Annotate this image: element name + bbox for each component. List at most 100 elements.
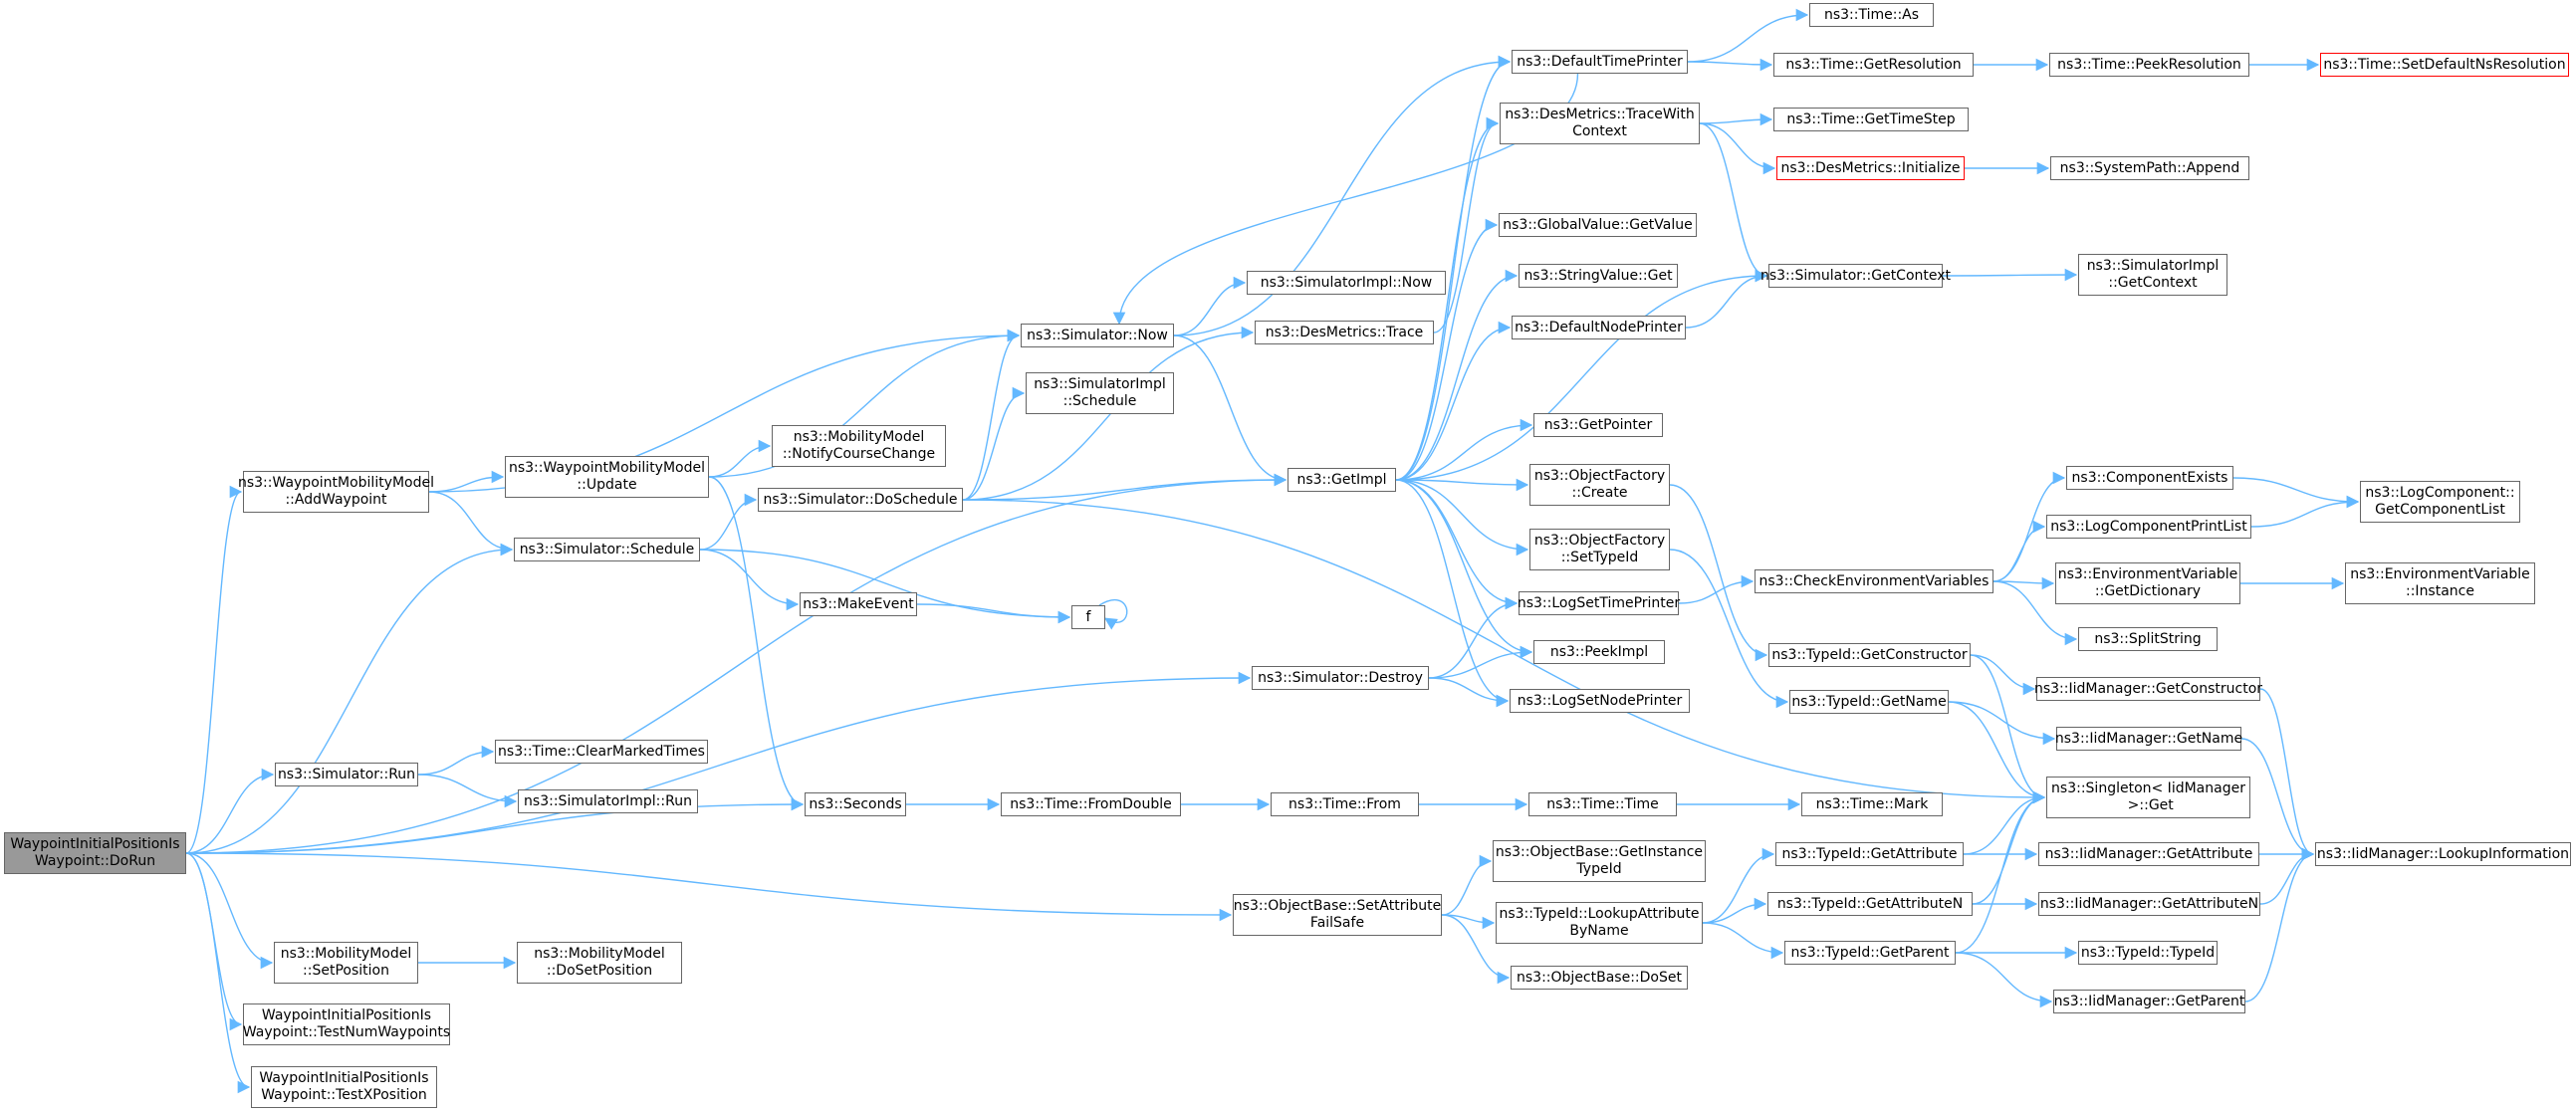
node-lookupAttrByName[interactable]: ns3::TypeId::LookupAttribute ByName	[1496, 902, 1703, 944]
edge-doRun-to-getImpl	[185, 473, 1288, 854]
node-typeIdGetName[interactable]: ns3::TypeId::GetName	[1789, 690, 1949, 714]
edge-getImpl-to-ofCreate	[1395, 478, 1529, 492]
node-singletonGet[interactable]: ns3::Singleton< IidManager >::Get	[2046, 777, 2250, 818]
node-simImplSchedule[interactable]: ns3::SimulatorImpl ::Schedule	[1026, 372, 1174, 414]
node-makeEvent[interactable]: ns3::MakeEvent	[800, 592, 917, 616]
edge-checkEnv-to-splitString	[1992, 580, 2078, 646]
node-typeIdGetAttrN[interactable]: ns3::TypeId::GetAttributeN	[1767, 892, 1973, 916]
node-doSetPosition[interactable]: ns3::MobilityModel ::DoSetPosition	[517, 942, 682, 984]
node-testNumWaypoints[interactable]: WaypointInitialPositionIs Waypoint::Test…	[243, 1003, 450, 1045]
node-checkEnv[interactable]: ns3::CheckEnvironmentVariables	[1755, 569, 1993, 593]
node-iidGetAttr[interactable]: ns3::IidManager::GetAttribute	[2038, 842, 2259, 866]
node-typeIdGetParent[interactable]: ns3::TypeId::GetParent	[1784, 941, 1956, 965]
node-peekRes[interactable]: ns3::Time::PeekResolution	[2049, 53, 2249, 77]
edge-defaultNodePrinter-to-simGetContext	[1685, 269, 1768, 329]
node-setPosition[interactable]: ns3::MobilityModel ::SetPosition	[274, 942, 418, 984]
node-testXPosition[interactable]: WaypointInitialPositionIs Waypoint::Test…	[251, 1066, 437, 1108]
edge-typeIdGetName-to-iidGetName	[1948, 701, 2056, 746]
edge-doRun-to-setAttrFailSafe	[185, 852, 1233, 922]
node-wmmUpdate[interactable]: ns3::WaypointMobilityModel ::Update	[505, 456, 709, 498]
edge-ofSetTypeId-to-typeIdGetName	[1669, 549, 1789, 709]
node-simSchedule[interactable]: ns3::Simulator::Schedule	[514, 538, 700, 561]
edge-desTraceCtx-to-timeGetTimeStep	[1699, 112, 1773, 126]
node-sysPathAppend[interactable]: ns3::SystemPath::Append	[2050, 156, 2249, 180]
node-desTraceCtx[interactable]: ns3::DesMetrics::TraceWith Context	[1500, 103, 1700, 144]
edge-desTraceCtx-to-desInit	[1699, 122, 1776, 175]
node-typeIdTypeId[interactable]: ns3::TypeId::TypeId	[2078, 941, 2218, 965]
node-iidGetName[interactable]: ns3::IidManager::GetName	[2055, 727, 2242, 751]
node-iidLookup[interactable]: ns3::IidManager::LookupInformation	[2315, 842, 2571, 866]
edge-simDoSchedule-to-desTrace	[962, 326, 1255, 501]
node-timeTime[interactable]: ns3::Time::Time	[1528, 792, 1677, 816]
edge-lookupAttrByName-to-typeIdGetParent	[1702, 922, 1784, 960]
node-envGetDict[interactable]: ns3::EnvironmentVariable ::GetDictionary	[2055, 562, 2240, 604]
edge-simGetContext-to-simImplGetContext	[1942, 268, 2078, 282]
edge-doRun-to-setPosition	[185, 852, 274, 970]
node-getImpl[interactable]: ns3::GetImpl	[1288, 468, 1396, 492]
node-splitString[interactable]: ns3::SplitString	[2078, 627, 2218, 651]
edge-simDoSchedule-to-simImplSchedule	[962, 386, 1026, 501]
node-ofSetTypeId[interactable]: ns3::ObjectFactory ::SetTypeId	[1529, 529, 1670, 570]
node-logSetTimePrinter[interactable]: ns3::LogSetTimePrinter	[1518, 591, 1680, 615]
edge-simDoSchedule-to-getImpl	[962, 473, 1288, 501]
node-iidGetParent[interactable]: ns3::IidManager::GetParent	[2053, 990, 2245, 1013]
node-defaultTimePrinter[interactable]: ns3::DefaultTimePrinter	[1512, 50, 1688, 74]
edge-doRun-to-simSchedule	[185, 543, 514, 854]
node-desTrace[interactable]: ns3::DesMetrics::Trace	[1255, 321, 1434, 344]
node-globalValueGet[interactable]: ns3::GlobalValue::GetValue	[1499, 213, 1697, 237]
node-timeFromDouble[interactable]: ns3::Time::FromDouble	[1001, 792, 1181, 816]
edge-simDestroy-to-logSetNodePrinter	[1428, 677, 1510, 708]
edge-typeIdGetCtor-to-singletonGet	[1970, 654, 2046, 804]
node-setDefaultNsRes[interactable]: ns3::Time::SetDefaultNsResolution	[2320, 53, 2569, 77]
node-defaultNodePrinter[interactable]: ns3::DefaultNodePrinter	[1512, 316, 1686, 339]
node-envInstance[interactable]: ns3::EnvironmentVariable ::Instance	[2345, 562, 2535, 604]
node-logCompGetList[interactable]: ns3::LogComponent:: GetComponentList	[2360, 481, 2520, 523]
edge-simNow-to-simImplNow	[1173, 276, 1247, 336]
node-iidGetAttrN[interactable]: ns3::IidManager::GetAttributeN	[2038, 892, 2260, 916]
node-clearMarked[interactable]: ns3::Time::ClearMarkedTimes	[495, 740, 708, 764]
edge-getImpl-to-logSetTimePrinter	[1395, 479, 1519, 610]
node-simImplNow[interactable]: ns3::SimulatorImpl::Now	[1247, 271, 1446, 295]
node-logCompPrintList[interactable]: ns3::LogComponentPrintList	[2046, 515, 2251, 539]
node-peekImpl[interactable]: ns3::PeekImpl	[1533, 640, 1665, 664]
node-notifyCourse[interactable]: ns3::MobilityModel ::NotifyCourseChange	[772, 425, 946, 467]
edge-addWaypoint-to-simSchedule	[428, 491, 514, 557]
node-simDoSchedule[interactable]: ns3::Simulator::DoSchedule	[758, 488, 963, 512]
node-simImplGetContext[interactable]: ns3::SimulatorImpl ::GetContext	[2078, 254, 2227, 296]
edge-logCompPrintList-to-logCompGetList	[2250, 495, 2360, 528]
node-timeAs[interactable]: ns3::Time::As	[1809, 3, 1934, 27]
node-timeGetTimeStep[interactable]: ns3::Time::GetTimeStep	[1773, 108, 1969, 131]
edge-typeIdGetName-to-singletonGet	[1948, 701, 2046, 804]
node-addWaypoint[interactable]: ns3::WaypointMobilityModel ::AddWaypoint	[238, 471, 434, 513]
node-timeFrom[interactable]: ns3::Time::From	[1271, 792, 1419, 816]
edge-simNow-to-getImpl	[1173, 334, 1288, 487]
node-componentExists[interactable]: ns3::ComponentExists	[2066, 466, 2233, 490]
node-getInstanceTypeId[interactable]: ns3::ObjectBase::GetInstance TypeId	[1493, 840, 1706, 882]
node-stringValueGet[interactable]: ns3::StringValue::Get	[1519, 264, 1678, 288]
node-seconds[interactable]: ns3::Seconds	[805, 792, 906, 816]
node-iidGetCtor[interactable]: ns3::IidManager::GetConstructor	[2034, 677, 2262, 701]
node-typeIdGetAttr[interactable]: ns3::TypeId::GetAttribute	[1775, 842, 1964, 866]
edge-setAttrFailSafe-to-getInstanceTypeId	[1441, 854, 1493, 916]
node-simRun[interactable]: ns3::Simulator::Run	[275, 763, 418, 786]
edge-iidGetName-to-iidLookup	[2240, 738, 2315, 861]
node-simNow[interactable]: ns3::Simulator::Now	[1021, 324, 1174, 347]
edge-setAttrFailSafe-to-doSet	[1441, 914, 1511, 985]
node-simImplRun[interactable]: ns3::SimulatorImpl::Run	[518, 789, 698, 813]
node-timeGetRes[interactable]: ns3::Time::GetResolution	[1773, 53, 1974, 77]
node-simGetContext[interactable]: ns3::Simulator::GetContext	[1760, 264, 1951, 288]
edge-defaultTimePrinter-to-timeGetRes	[1687, 58, 1773, 72]
node-logSetNodePrinter[interactable]: ns3::LogSetNodePrinter	[1510, 689, 1690, 713]
edge-doRun-to-addWaypoint	[185, 485, 243, 854]
node-simDestroy[interactable]: ns3::Simulator::Destroy	[1252, 666, 1429, 690]
node-setAttrFailSafe[interactable]: ns3::ObjectBase::SetAttribute FailSafe	[1233, 894, 1442, 936]
node-f[interactable]: f	[1071, 605, 1105, 629]
node-typeIdGetCtor[interactable]: ns3::TypeId::GetConstructor	[1768, 643, 1971, 667]
node-timeMark[interactable]: ns3::Time::Mark	[1801, 792, 1943, 816]
node-desInit[interactable]: ns3::DesMetrics::Initialize	[1776, 156, 1965, 180]
node-getPointer[interactable]: ns3::GetPointer	[1533, 413, 1663, 437]
edge-getImpl-to-globalValueGet	[1395, 218, 1499, 481]
edge-getImpl-to-peekImpl	[1395, 479, 1533, 659]
node-doSet[interactable]: ns3::ObjectBase::DoSet	[1511, 966, 1688, 990]
node-ofCreate[interactable]: ns3::ObjectFactory ::Create	[1529, 464, 1670, 506]
